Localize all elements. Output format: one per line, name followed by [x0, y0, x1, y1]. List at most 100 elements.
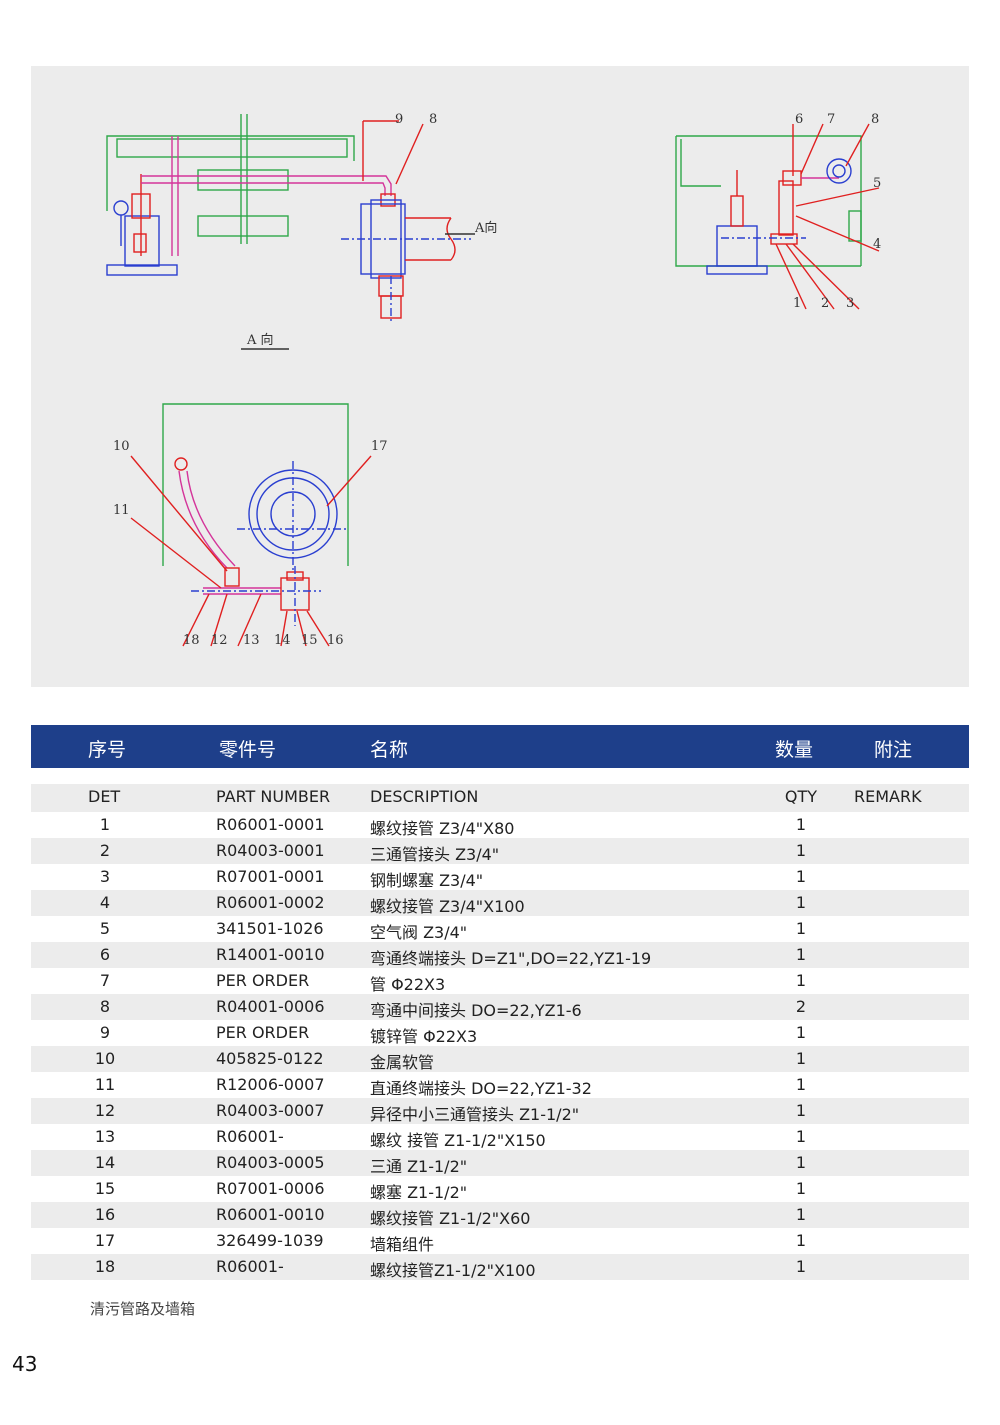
cell-part: R07001-0006	[216, 1179, 325, 1198]
cell-det: 6	[99, 945, 111, 964]
cell-desc: 金属软管	[370, 1053, 435, 1072]
cell-desc: 三通管接头 Z3/4"	[370, 845, 500, 864]
callout-1: 1	[793, 296, 801, 311]
cell-part: R04003-0005	[216, 1153, 325, 1172]
cell-part: PER ORDER	[216, 971, 310, 990]
callout-6: 6	[795, 112, 803, 127]
cell-desc: 弯通终端接头 D=Z1",DO=22,YZ1-19	[370, 949, 652, 968]
table-row: 5 341501-1026 空气阀 Z3/4" 1	[31, 916, 969, 942]
header-en-qty: QTY	[784, 787, 818, 806]
table-row: 6 R14001-0010 弯通终端接头 D=Z1",DO=22,YZ1-19 1	[31, 942, 969, 968]
cell-qty: 2	[795, 997, 807, 1016]
cell-qty: 1	[795, 815, 807, 834]
cell-qty: 1	[795, 919, 807, 938]
callout-14: 14	[274, 633, 291, 648]
figure-caption: 清污管路及墙箱	[90, 1300, 196, 1318]
callout-3: 3	[846, 296, 854, 311]
cell-desc: 螺纹 接管 Z1-1/2"X150	[370, 1131, 546, 1150]
table-row: 8 R04001-0006 弯通中间接头 DO=22,YZ1-6 2	[31, 994, 969, 1020]
cell-part: 326499-1039	[216, 1231, 324, 1250]
cell-qty: 1	[795, 867, 807, 886]
callout-9: 9	[395, 112, 403, 127]
header-en-remark: REMARK	[854, 787, 922, 806]
cell-part: 341501-1026	[216, 919, 324, 938]
header-en-desc: DESCRIPTION	[370, 787, 479, 806]
cell-qty: 1	[795, 1049, 807, 1068]
cell-part: PER ORDER	[216, 1023, 310, 1042]
table-row: 9 PER ORDER 镀锌管 Φ22X3 1	[31, 1020, 969, 1046]
parts-table: 序号 零件号 名称 数量 附注 DET PART NUMBER DESCRIPT…	[31, 725, 969, 1280]
cell-det: 4	[99, 893, 111, 912]
cell-det: 15	[94, 1179, 116, 1198]
header-en-det: DET	[88, 787, 121, 806]
callout-8: 8	[429, 112, 437, 127]
cell-det: 18	[94, 1257, 116, 1276]
cell-det: 13	[94, 1127, 116, 1146]
cell-part: R04003-0001	[216, 841, 325, 860]
cell-part: R04001-0006	[216, 997, 325, 1016]
header-cn-qty: 数量	[775, 739, 814, 761]
callout-4: 4	[873, 237, 881, 252]
cell-qty: 1	[795, 1127, 807, 1146]
cell-part: R06001-0001	[216, 815, 325, 834]
cell-part: R06001-	[216, 1257, 284, 1276]
table-row: 10 405825-0122 金属软管 1	[31, 1046, 969, 1072]
cell-qty: 1	[795, 1101, 807, 1120]
callout-17: 17	[371, 439, 388, 454]
front-view	[675, 123, 880, 310]
cell-desc: 镀锌管 Φ22X3	[370, 1027, 478, 1046]
cell-qty: 1	[795, 1257, 807, 1276]
callout-2: 2	[821, 296, 829, 311]
cell-qty: 1	[795, 1231, 807, 1250]
cell-det: 1	[99, 815, 111, 834]
callout-5: 5	[873, 176, 881, 191]
cell-desc: 螺纹接管 Z1-1/2"X60	[370, 1209, 531, 1228]
cell-det: 9	[99, 1023, 111, 1042]
cell-qty: 1	[795, 1075, 807, 1094]
cell-qty: 1	[795, 1179, 807, 1198]
cell-det: 10	[94, 1049, 116, 1068]
drawing-panel: 9 8 A向 A 向	[31, 66, 969, 687]
table-row: 13 R06001- 螺纹 接管 Z1-1/2"X150 1	[31, 1124, 969, 1150]
cell-qty: 1	[795, 945, 807, 964]
cell-det: 12	[94, 1101, 116, 1120]
callout-10: 10	[113, 439, 130, 454]
side-view	[106, 114, 475, 350]
cell-qty: 1	[795, 1023, 807, 1042]
cell-part: R12006-0007	[216, 1075, 325, 1094]
cell-det: 7	[99, 971, 111, 990]
cell-desc: 直通终端接头 DO=22,YZ1-32	[370, 1079, 592, 1098]
callout-13: 13	[243, 633, 260, 648]
cell-det: 17	[94, 1231, 116, 1250]
cell-det: 11	[94, 1075, 116, 1094]
callout-15: 15	[301, 633, 318, 648]
callout-8b: 8	[871, 112, 879, 127]
callout-12: 12	[211, 633, 228, 648]
cell-desc: 管 Φ22X3	[370, 975, 446, 994]
cell-desc: 空气阀 Z3/4"	[370, 923, 468, 942]
cell-part: R06001-0010	[216, 1205, 325, 1224]
cell-det: 5	[99, 919, 111, 938]
cell-part: 405825-0122	[216, 1049, 324, 1068]
assembly-drawing: 9 8 A向 A 向	[106, 112, 881, 648]
table-header-en: DET PART NUMBER DESCRIPTION QTY REMARK	[31, 784, 969, 812]
cell-det: 3	[99, 867, 111, 886]
cell-det: 8	[99, 997, 111, 1016]
callout-18: 18	[183, 633, 200, 648]
header-cn-det: 序号	[88, 739, 127, 761]
view-a-direction-label: A向	[474, 220, 497, 236]
cell-part: R06001-0002	[216, 893, 325, 912]
cell-part: R06001-	[216, 1127, 284, 1146]
cell-part: R14001-0010	[216, 945, 325, 964]
cell-desc: 弯通中间接头 DO=22,YZ1-6	[370, 1001, 582, 1020]
view-a	[130, 403, 372, 647]
